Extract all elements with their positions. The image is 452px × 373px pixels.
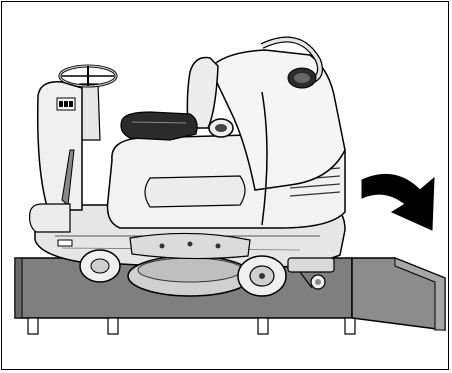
rear-wheel <box>238 256 286 296</box>
pallet-foot <box>258 318 268 334</box>
ramp <box>352 258 445 330</box>
bumper-light <box>58 240 72 246</box>
seat-cushion <box>121 112 197 140</box>
front-bumper <box>30 204 70 232</box>
pallet-foot <box>108 318 118 334</box>
scrub-deck-inner <box>138 258 242 282</box>
steering-wheel <box>60 66 116 86</box>
tank-side-panel <box>145 176 245 207</box>
pallet-foot <box>28 318 38 334</box>
pallet-foot <box>345 318 355 334</box>
direction-arrow <box>362 174 434 230</box>
control-panel <box>57 98 75 110</box>
scrubber-machine <box>30 40 345 296</box>
pallet-left-edge <box>15 258 22 318</box>
front-wheel <box>80 250 120 282</box>
ramp-surface <box>352 258 445 330</box>
